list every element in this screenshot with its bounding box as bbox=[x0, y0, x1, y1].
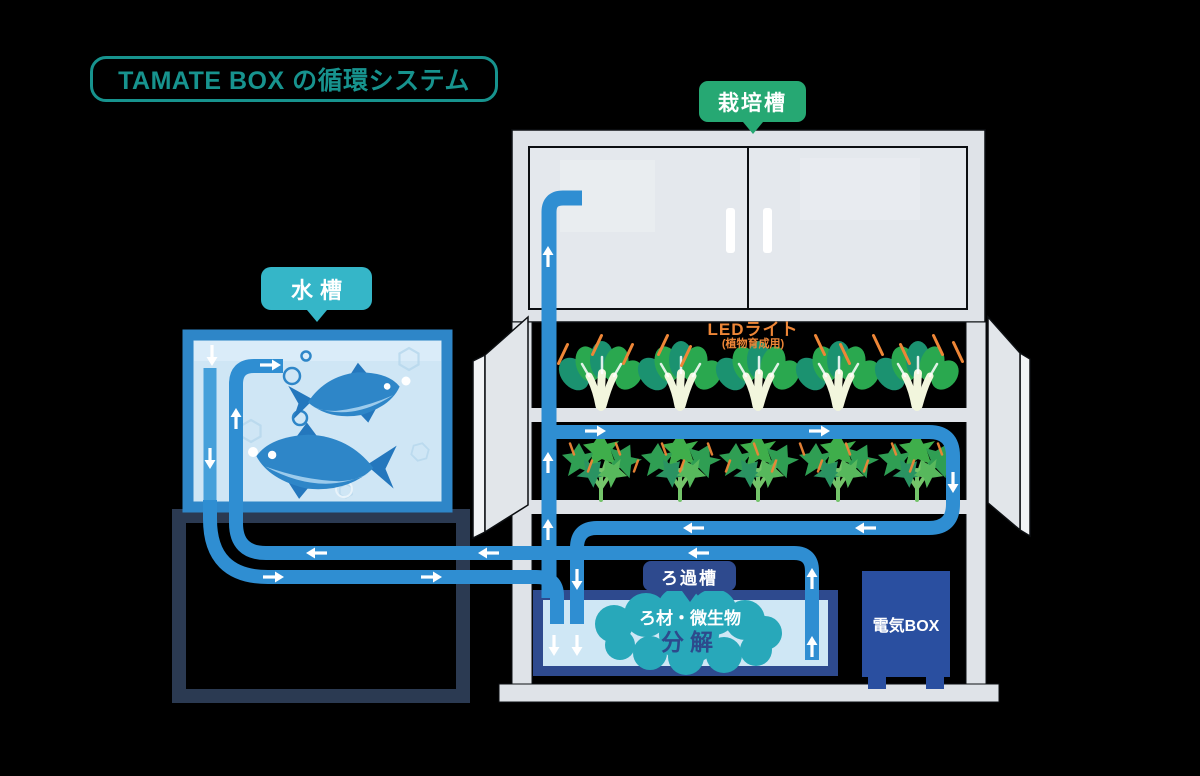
filter-action-text: 分解 bbox=[661, 628, 719, 655]
pipes bbox=[203, 190, 960, 660]
led-rays-row-1 bbox=[557, 334, 964, 367]
door-handle-left bbox=[726, 208, 735, 253]
electric-box-label: 電気BOX bbox=[862, 571, 950, 677]
electric-box bbox=[862, 571, 950, 689]
led-light-caption: LEDライト (植物育成用) bbox=[685, 321, 821, 350]
label-filter-tank: ろ過槽 bbox=[643, 561, 736, 591]
electric-box-label-text: 電気BOX bbox=[872, 618, 940, 635]
cabinet-base bbox=[498, 683, 1000, 703]
filter-media-caption: ろ材・微生物 分解 bbox=[598, 609, 782, 655]
bubble bbox=[300, 350, 312, 362]
cabinet-top-section bbox=[511, 129, 986, 323]
shelf-1 bbox=[531, 408, 967, 422]
pipe-riser bbox=[541, 190, 582, 598]
bubble bbox=[248, 447, 258, 457]
open-door-left bbox=[472, 315, 529, 540]
shelf-2 bbox=[531, 500, 967, 514]
label-water-tank-text: 水槽 bbox=[290, 277, 349, 303]
diagram-title: TAMATE BOX の循環システム bbox=[90, 56, 498, 102]
bubble bbox=[401, 376, 411, 386]
pipe-grow-bed-loop bbox=[549, 425, 960, 624]
label-water-tank: 水槽 bbox=[261, 267, 372, 310]
diagram-title-text: TAMATE BOX の循環システム bbox=[118, 67, 470, 95]
door-handle-right bbox=[763, 208, 772, 253]
pipe-filter-to-aquarium bbox=[229, 359, 819, 660]
aquarium-stand bbox=[172, 509, 470, 703]
label-filter-tank-text: ろ過槽 bbox=[661, 568, 718, 588]
bubble bbox=[282, 366, 302, 386]
aquarium bbox=[182, 329, 453, 513]
filter-media-cloud bbox=[595, 587, 782, 675]
label-cultivation-tank-text: 栽培槽 bbox=[718, 91, 787, 115]
filter-media-text: ろ材・微生物 bbox=[639, 609, 741, 628]
led-rays-row-2 bbox=[568, 442, 944, 473]
open-door-right bbox=[987, 315, 1031, 538]
plants-row-2 bbox=[562, 432, 962, 500]
led-light-subtitle: (植物育成用) bbox=[721, 337, 785, 350]
label-cultivation-tank: 栽培槽 bbox=[699, 81, 806, 122]
led-light-title: LEDライト bbox=[707, 320, 799, 339]
